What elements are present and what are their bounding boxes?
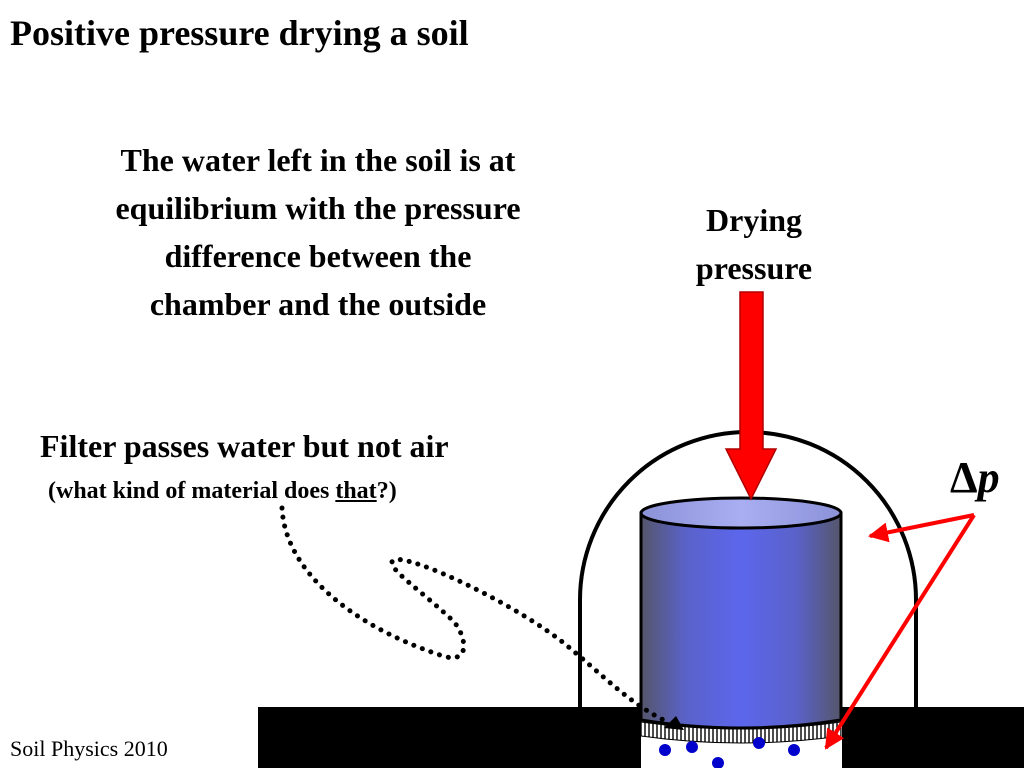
pressure-difference-label: Δp (950, 452, 1000, 503)
filter-question-suffix: ?) (376, 478, 397, 504)
water-drop (788, 744, 800, 756)
pressure-difference-line-lower (824, 513, 976, 750)
filter-note: Filter passes water but not air (40, 428, 449, 464)
drying-pressure-label: Drying pressure (654, 196, 854, 292)
filter-question-prefix: (what kind of material does (48, 478, 336, 504)
slide-title: Positive pressure drying a soil (10, 13, 469, 53)
water-drop (659, 744, 671, 756)
base-right (842, 707, 1024, 768)
filter-question: (what kind of material does that?) (48, 478, 397, 505)
pressure-variable: p (977, 453, 1000, 502)
explanation-line: difference between the (164, 238, 472, 274)
soil-cylinder (639, 511, 843, 730)
soil-cylinder-top (639, 496, 843, 530)
explanation-line: The water left in the soil is at (120, 142, 516, 178)
drying-pressure-line: Drying (706, 202, 802, 238)
footer-course-label: Soil Physics 2010 (10, 736, 168, 761)
water-drop (753, 737, 765, 749)
equilibrium-explanation: The water left in the soil is at equilib… (48, 136, 588, 328)
water-drop (686, 741, 698, 753)
delta-symbol: Δ (950, 453, 978, 502)
water-drop (712, 757, 724, 768)
filter-question-emphasis: that (335, 478, 377, 504)
explanation-line: equilibrium with the pressure (115, 190, 521, 226)
drying-pressure-line: pressure (695, 250, 813, 286)
filter-pointer-head (664, 716, 684, 730)
drying-pressure-arrow (724, 291, 778, 501)
explanation-line: chamber and the outside (149, 286, 487, 322)
base-left (258, 707, 641, 768)
filter-pointer-dotted (279, 505, 671, 725)
pressure-difference-line-upper (868, 513, 975, 543)
